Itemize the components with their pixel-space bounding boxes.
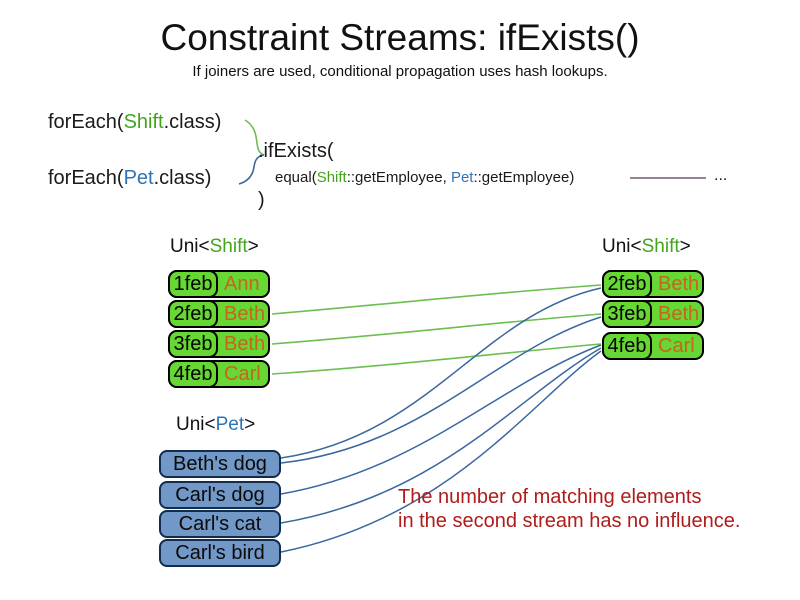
- label-text: >: [247, 236, 259, 257]
- shift-employee: Ann: [224, 273, 260, 295]
- shift-class-token: Shift: [316, 169, 347, 186]
- right-stream-label: Uni<Shift>: [602, 236, 691, 258]
- label-text: >: [244, 414, 256, 435]
- pet-stream-label: Uni<Pet>: [176, 414, 255, 436]
- right-shift-row-2feb: Beth 2feb: [602, 270, 704, 298]
- note-line-2: in the second stream has no influence.: [398, 510, 741, 532]
- shift-date: 1feb: [168, 270, 218, 298]
- shift-date: 3feb: [602, 300, 652, 328]
- pet-class-token: Pet: [123, 167, 154, 189]
- continuation-ellipsis: ...: [714, 167, 728, 184]
- code-ifexists: .ifExists(: [258, 140, 334, 162]
- code-text: forEach(: [48, 167, 124, 189]
- left-stream-label: Uni<Shift>: [170, 236, 259, 258]
- code-text: equal(: [275, 169, 317, 186]
- edge-left3feb-right3feb: [271, 313, 602, 345]
- edge-left2feb-right2feb: [271, 284, 602, 315]
- code-equal-joiner: equal(Shift::getEmployee, Pet::getEmploy…: [275, 169, 574, 186]
- shift-employee: Carl: [658, 335, 695, 357]
- shift-date: 4feb: [602, 332, 652, 360]
- edge-bethsdog-right3feb: [280, 316, 602, 464]
- code-close-paren: ): [258, 189, 265, 211]
- code-text: ::getEmployee): [473, 169, 575, 186]
- code-foreach-pet: forEach(Pet.class): [48, 167, 211, 190]
- shift-employee: Beth: [658, 303, 700, 325]
- pet-row-carls-bird: Carl's bird: [159, 539, 281, 567]
- code-text: forEach(: [48, 111, 124, 133]
- label-type-shift: Shift: [641, 236, 680, 257]
- edge-bethsdog-right2feb: [280, 287, 602, 459]
- shift-employee: Beth: [658, 273, 700, 295]
- shift-date: 4feb: [168, 360, 218, 388]
- edge-carlsdog-right4feb: [280, 344, 602, 495]
- shift-class-token: Shift: [123, 111, 164, 133]
- note-text: The number of matching elements in the s…: [398, 485, 740, 533]
- label-text: Uni<: [170, 236, 210, 257]
- label-text: >: [679, 236, 691, 257]
- shift-employee: Carl: [224, 363, 261, 385]
- left-shift-row-3feb: Beth 3feb: [168, 330, 270, 358]
- code-text: ::getEmployee,: [346, 169, 451, 186]
- code-text: .class): [163, 111, 222, 133]
- pet-row-carls-dog: Carl's dog: [159, 481, 281, 509]
- slide-title: Constraint Streams: ifExists(): [160, 17, 640, 58]
- shift-date: 3feb: [168, 330, 218, 358]
- label-type-shift: Shift: [209, 236, 248, 257]
- code-text: .class): [153, 167, 212, 189]
- pet-class-token: Pet: [450, 169, 474, 186]
- label-type-pet: Pet: [215, 414, 245, 435]
- slide-subtitle: If joiners are used, conditional propaga…: [192, 63, 608, 80]
- shift-date: 2feb: [168, 300, 218, 328]
- label-text: Uni<: [176, 414, 216, 435]
- right-shift-row-4feb: Carl 4feb: [602, 332, 704, 360]
- shift-employee: Beth: [224, 303, 266, 325]
- left-shift-row-1feb: Ann 1feb: [168, 270, 270, 298]
- pet-row-beths-dog: Beth's dog: [159, 450, 281, 478]
- shift-date: 2feb: [602, 270, 652, 298]
- shift-employee: Beth: [224, 333, 266, 355]
- right-shift-row-3feb: Beth 3feb: [602, 300, 704, 328]
- note-line-1: The number of matching elements: [398, 486, 702, 508]
- left-shift-row-4feb: Carl 4feb: [168, 360, 270, 388]
- left-shift-row-2feb: Beth 2feb: [168, 300, 270, 328]
- edge-left4feb-right4feb: [271, 343, 602, 375]
- label-text: Uni<: [602, 236, 642, 257]
- code-foreach-shift: forEach(Shift.class): [48, 111, 221, 134]
- pet-row-carls-cat: Carl's cat: [159, 510, 281, 538]
